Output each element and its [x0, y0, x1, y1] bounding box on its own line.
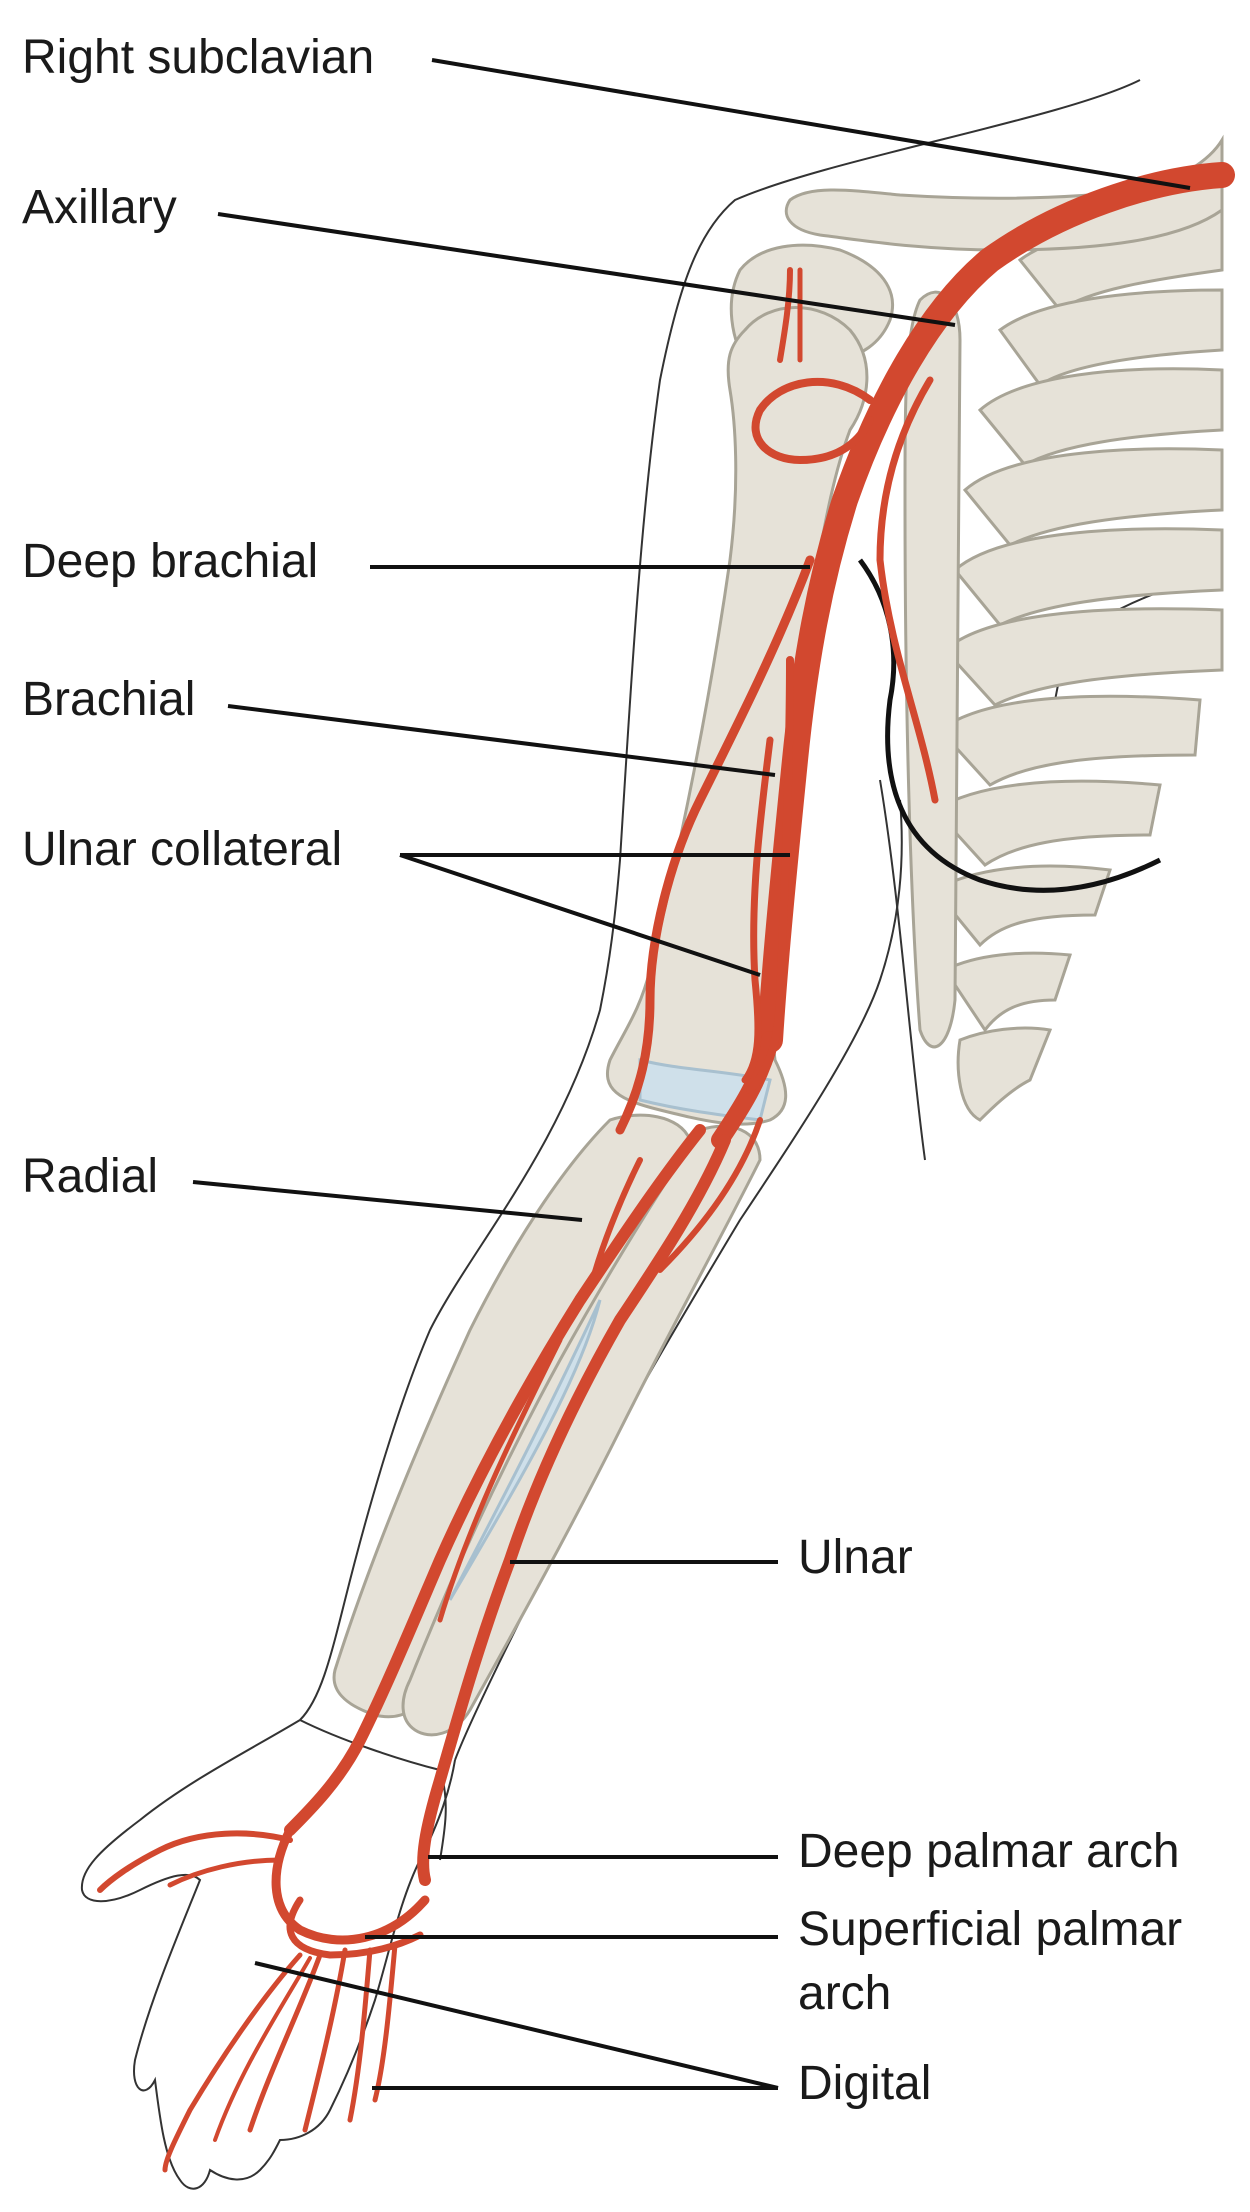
label-brachial: Brachial	[22, 673, 196, 726]
label-deep-palmar-arch: Deep palmar arch	[798, 1825, 1180, 1878]
leader-right-subclavian	[431, 58, 1191, 190]
hand-outline	[299, 1719, 447, 1861]
label-superficial-palmar-arch: Superficial palmar arch	[798, 1903, 1183, 2020]
rib-cage	[903, 208, 1224, 1122]
label-ulnar: Ulnar	[798, 1531, 913, 1584]
leader-lines	[192, 58, 1191, 2090]
leader-ulnar-collateral-2	[399, 853, 761, 977]
label-radial: Radial	[22, 1150, 159, 1203]
leader-axillary	[217, 212, 956, 327]
label-deep-brachial: Deep brachial	[22, 535, 319, 588]
leader-digital-1	[254, 1961, 779, 2090]
label-ulnar-collateral: Ulnar collateral	[22, 823, 343, 876]
label-right-subclavian: Right subclavian	[22, 31, 375, 84]
leader-brachial	[227, 704, 776, 777]
label-digital: Digital	[798, 2057, 932, 2110]
leader-radial	[192, 1180, 583, 1222]
label-axillary: Axillary	[22, 181, 177, 234]
